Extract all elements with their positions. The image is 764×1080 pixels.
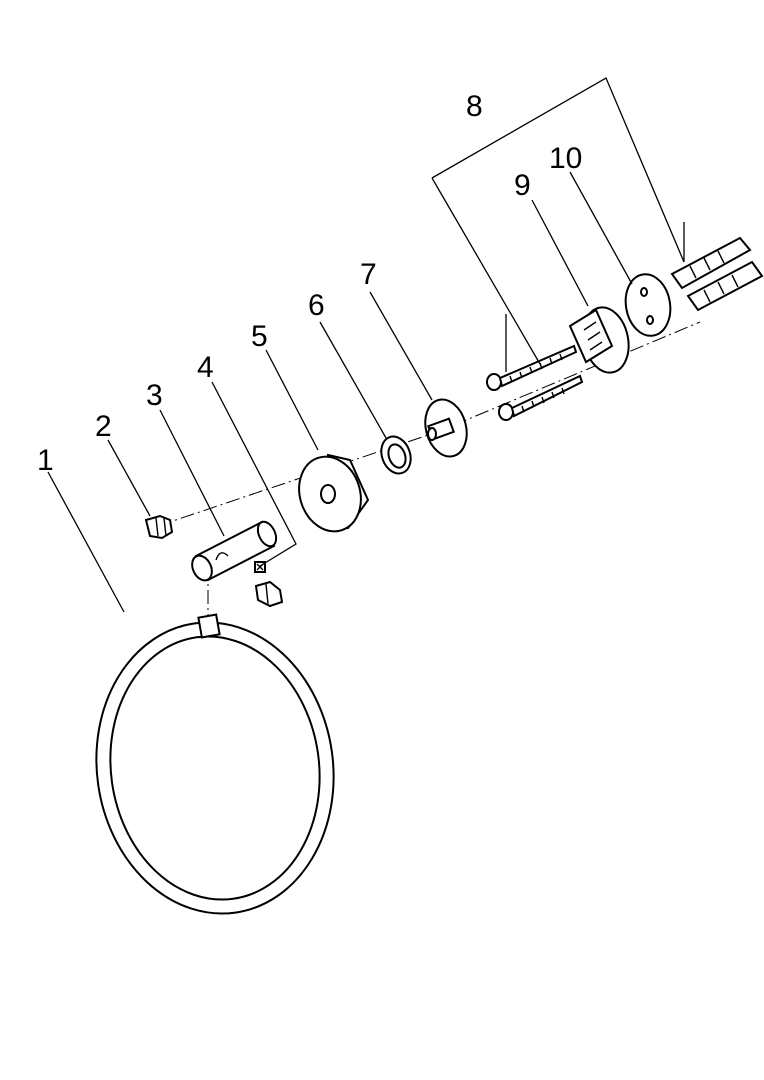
retaining-ring (380, 435, 412, 475)
leader-1 (47, 471, 125, 613)
fixing-screw-lower (498, 374, 584, 421)
leader-7 (369, 291, 433, 401)
callout-5: 5 (251, 320, 268, 353)
wall-plug-upper (670, 236, 752, 290)
leader-6 (319, 321, 387, 439)
leader-9 (531, 199, 589, 307)
towel-ring (95, 613, 335, 915)
callout-4: 4 (197, 351, 214, 384)
leader-4 (211, 381, 297, 567)
holder-arm (191, 520, 278, 582)
callout-1: 1 (37, 444, 54, 477)
fixing-screw-upper (486, 344, 578, 391)
leader-8 (431, 77, 685, 372)
leader-2 (107, 439, 151, 517)
leader-5 (265, 349, 319, 451)
leader-3 (159, 409, 225, 537)
gasket (624, 273, 672, 337)
wall-plate (568, 306, 630, 374)
callout-6: 6 (308, 289, 325, 322)
callout-9: 9 (514, 169, 531, 202)
callout-8: 8 (466, 90, 483, 123)
callout-7: 7 (360, 258, 377, 291)
callout-3: 3 (146, 379, 163, 412)
cover-rosette (298, 453, 370, 533)
end-cap (144, 514, 174, 540)
leader-10 (569, 171, 633, 285)
wall-plug-lower (686, 260, 764, 312)
callout-10: 10 (549, 142, 582, 175)
mounting-flange (424, 398, 468, 458)
callout-2: 2 (95, 410, 112, 443)
lower-end-cap (254, 580, 284, 608)
